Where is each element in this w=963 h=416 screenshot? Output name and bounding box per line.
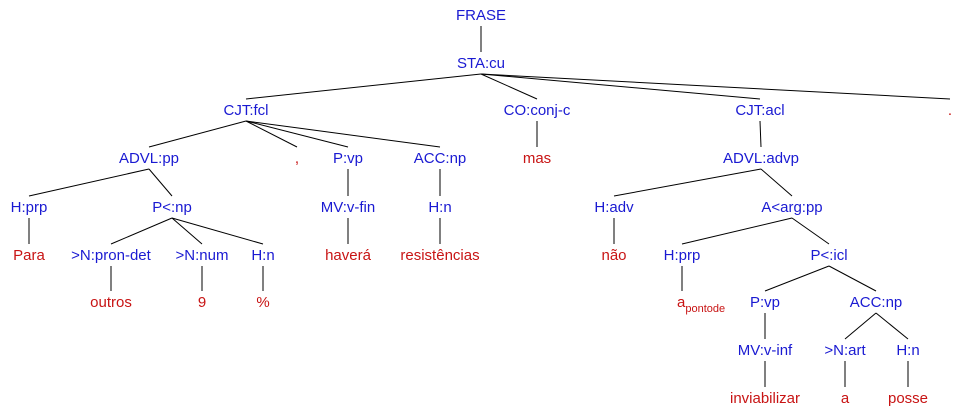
edge-p-np-to-n-num: [171, 217, 203, 245]
edge-cjt1-to-advl-pp: [148, 120, 247, 148]
word-token-comma: ,: [295, 150, 299, 167]
node-label-hn1: H:n: [251, 247, 274, 264]
edge-cjt1-to-comma: [245, 120, 298, 148]
node-label-n-art: >N:art: [824, 342, 866, 359]
word-token-word-a2: a: [841, 390, 850, 407]
edge-sta-to-cjt2: [480, 73, 761, 100]
node-label-co: CO:conj-c: [504, 102, 571, 119]
node-label-hprp1: H:prp: [11, 199, 48, 216]
edge-advl-pp-to-hprp1: [28, 168, 150, 197]
edge-p-icl-to-acc-np2: [828, 265, 877, 292]
node-label-advl-advp: ADVL:advp: [723, 150, 799, 167]
edge-a-arg-to-hprp2: [681, 217, 793, 245]
node-label-p-vp2: P:vp: [750, 294, 780, 311]
edge-acc-np2-to-n-art: [844, 312, 877, 340]
edge-sta-to-co: [480, 73, 538, 100]
edge-acc-np2-to-hn3: [875, 312, 909, 340]
node-label-hprp2: H:prp: [664, 247, 701, 264]
edge-advl-advp-to-hadv: [613, 168, 762, 197]
edge-a-arg-to-p-icl: [791, 217, 830, 245]
edge-p-icl-to-p-vp2: [764, 265, 830, 292]
node-label-acc-np2: ACC:np: [850, 294, 903, 311]
edge-advl-advp-to-a-arg: [760, 168, 793, 197]
edge-p-np-to-hn1: [171, 217, 264, 245]
edge-advl-pp-to-p-np: [148, 168, 173, 197]
word-token-main: a: [677, 294, 686, 311]
node-label-hn3: H:n: [896, 342, 919, 359]
node-label-n-prondet: >N:pron-det: [71, 247, 151, 264]
node-label-advl-pp: ADVL:pp: [119, 150, 179, 167]
edge-p-np-to-n-prondet: [110, 217, 173, 245]
word-token-period: .: [948, 102, 952, 119]
word-token-word-inviabilizar: inviabilizar: [730, 390, 800, 407]
tree-edges: [28, 26, 951, 387]
node-label-p-vp1: P:vp: [333, 150, 363, 167]
node-label-cjt1: CJT:fcl: [224, 102, 269, 119]
node-label-p-np: P<:np: [152, 199, 192, 216]
node-label-root: FRASE: [456, 7, 506, 24]
node-label-sta: STA:cu: [457, 55, 505, 72]
word-token-word-a1: apontode: [677, 294, 725, 315]
word-token-word-mas: mas: [523, 150, 551, 167]
node-label-hadv: H:adv: [594, 199, 634, 216]
node-label-mv-vinf: MV:v-inf: [738, 342, 793, 359]
word-token-word-9: 9: [198, 294, 206, 311]
word-token-word-para: Para: [13, 247, 45, 264]
node-label-acc-np1: ACC:np: [414, 150, 467, 167]
word-token-word-nao: não: [601, 247, 626, 264]
word-token-word-havera: haverá: [325, 247, 372, 264]
node-label-n-num: >N:num: [176, 247, 229, 264]
edge-cjt2-to-advl-advp: [759, 120, 762, 148]
edge-cjt1-to-p-vp1: [245, 120, 349, 148]
word-token-word-pct: %: [256, 294, 269, 311]
word-token-word-posse: posse: [888, 390, 928, 407]
node-label-p-icl: P<:icl: [810, 247, 847, 264]
node-label-a-arg: A<arg:pp: [761, 199, 822, 216]
word-token-word-outros: outros: [90, 294, 132, 311]
node-label-hn2: H:n: [428, 199, 451, 216]
word-token-word-resistencias: resistências: [400, 247, 479, 264]
edge-sta-to-period: [480, 73, 951, 100]
node-label-cjt2: CJT:acl: [735, 102, 784, 119]
node-label-mv-vfin: MV:v-fin: [321, 199, 375, 216]
word-token-subscript: pontode: [685, 303, 725, 315]
edge-sta-to-cjt1: [245, 73, 482, 100]
edge-cjt1-to-acc-np1: [245, 120, 441, 148]
